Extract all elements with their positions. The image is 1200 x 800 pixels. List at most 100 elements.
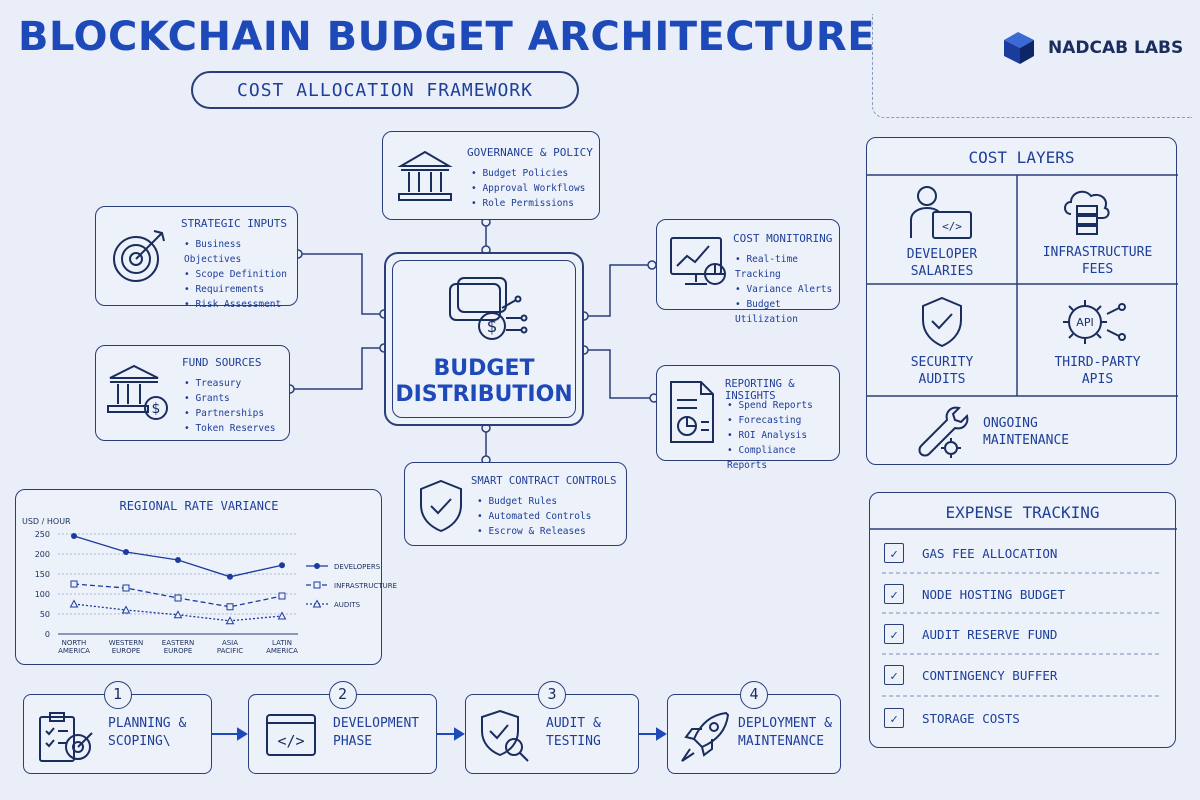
chart-ytick-label: 250	[35, 530, 50, 539]
checkbox-checked-icon[interactable]: ✓	[884, 665, 904, 685]
list-item: Escrow & Releases	[477, 524, 591, 539]
cost-layer-label-line: AUDITS	[918, 372, 966, 387]
cost-layer-label-line: INFRASTRUCTURE	[1042, 245, 1153, 260]
chart-point	[175, 557, 181, 563]
cost-layer-label-line: DEVELOPER	[906, 247, 978, 262]
step-number: 4	[740, 681, 768, 709]
smart-contract-card: SMART CONTRACT CONTROLS Budget Rules Aut…	[404, 462, 627, 546]
chart-point	[121, 605, 131, 614]
logo-frame	[872, 14, 1192, 118]
chart-ytick-label: 150	[35, 570, 50, 579]
step-label-line: TESTING	[546, 734, 601, 749]
chart-ylabel: USD / HOUR	[22, 517, 71, 526]
checkbox-checked-icon[interactable]: ✓	[884, 543, 904, 563]
brand-logo: NADCAB LABS	[1000, 30, 1183, 66]
center-line1: BUDGET	[433, 356, 535, 381]
list-item: Variance Alerts	[735, 282, 839, 297]
chart-xtick-label: AMERICA	[58, 647, 90, 655]
checkbox-checked-icon[interactable]: ✓	[884, 708, 904, 728]
wrench-gear-icon	[918, 406, 969, 458]
inner-frame	[392, 260, 576, 418]
checkbox-checked-icon[interactable]: ✓	[884, 584, 904, 604]
chart-xtick-label: NORTH	[62, 639, 87, 647]
chart-ytick-label: 50	[40, 610, 50, 619]
list-item: Requirements	[184, 282, 297, 297]
chart-xtick-label: ASIA	[222, 639, 238, 647]
cost-layer-third-party-apis: THIRD-PARTY APIS	[1017, 354, 1178, 388]
list-item: ROI Analysis	[727, 428, 839, 443]
chart-point	[277, 611, 287, 620]
expense-item-label: CONTINGENCY BUFFER	[922, 667, 1058, 683]
chart-point	[123, 549, 129, 555]
step-label: DEPLOYMENT &MAINTENANCE	[738, 715, 832, 751]
list-item: Role Permissions	[471, 196, 585, 211]
list-item: Forecasting	[727, 413, 839, 428]
page-subtitle: COST ALLOCATION FRAMEWORK	[191, 71, 579, 109]
rocket-icon	[681, 711, 730, 762]
list-item: Grants	[184, 391, 276, 406]
chart-xtick-label: LATIN	[272, 639, 292, 647]
chart-ytick-label: 0	[45, 630, 50, 639]
cost-layers-card: COST LAYERS </> DEVELOPER SALARIES INFRA…	[866, 137, 1178, 465]
chart-point	[70, 580, 78, 588]
list-item: Compliance Reports	[727, 443, 839, 473]
step-label-line: PLANNING &	[108, 716, 187, 731]
expense-item[interactable]: ✓AUDIT RESERVE FUND	[884, 624, 1057, 644]
list-item: Approval Workflows	[471, 181, 585, 196]
step-label-line: MAINTENANCE	[738, 734, 825, 749]
svg-text:API: API	[1076, 316, 1093, 329]
cost-layer-ongoing-maintenance: ONGOING MAINTENANCE	[983, 415, 1069, 449]
step-label-line: SCOPING\	[108, 734, 171, 749]
expense-item[interactable]: ✓STORAGE COSTS	[884, 708, 1020, 728]
expense-item[interactable]: ✓ GAS FEE ALLOCATION	[884, 543, 1057, 563]
list-item: Budget Rules	[477, 494, 591, 509]
cost-layers-grid	[867, 174, 1178, 397]
step-label: PLANNING & SCOPING\	[108, 715, 186, 751]
cost-layer-security-audits: SECURITY AUDITS	[867, 354, 1017, 388]
cloud-server-icon	[1064, 190, 1110, 235]
chart-xtick-label: EUROPE	[164, 647, 193, 655]
expense-item[interactable]: ✓NODE HOSTING BUDGET	[884, 584, 1065, 604]
strategic-card: STRATEGIC INPUTS Business Objectives Sco…	[95, 206, 298, 310]
chart-point	[226, 603, 234, 611]
chart-point	[227, 573, 233, 580]
checkbox-checked-icon[interactable]: ✓	[884, 624, 904, 644]
chart-xtick-label: PACIFIC	[217, 647, 243, 655]
list-item: Business Objectives	[184, 237, 297, 267]
list-item: Treasury	[184, 376, 276, 391]
wallet-dollar-icon: $	[449, 277, 528, 340]
cost-layer-label-line: SECURITY	[910, 355, 974, 370]
step-label-line: PHASE	[333, 734, 373, 749]
list-item: Risk Assessment	[184, 297, 297, 312]
cost-layer-label-line: MAINTENANCE	[983, 433, 1070, 448]
expense-item-label: GAS FEE ALLOCATION	[922, 545, 1058, 561]
chart-point	[278, 592, 286, 600]
clipboard-target-icon	[39, 712, 93, 762]
expense-tracking-card: EXPENSE TRACKING ✓GAS FEE ALLOCATION ✓NO…	[869, 492, 1177, 748]
cost-layer-label-line: SALARIES	[910, 264, 974, 279]
list-item: Budget Utilization	[735, 297, 839, 327]
expense-item[interactable]: ✓ CONTINGENCY BUFFER	[884, 665, 1057, 685]
shield-magnifier-icon	[481, 709, 529, 762]
cost-layer-infrastructure-fees: INFRASTRUCTURE FEES	[1017, 244, 1178, 278]
governance-list: Budget Policies Approval Workflows Role …	[471, 166, 585, 211]
chart-legend-label: DEVELOPERS	[334, 563, 381, 571]
list-item: Spend Reports	[727, 398, 839, 413]
chart-xtick-label: EASTERN	[162, 639, 194, 647]
step-deployment: 4 DEPLOYMENT &MAINTENANCE	[667, 681, 841, 774]
center-line2: DISTRIBUTION	[395, 382, 573, 407]
step-number: 1	[103, 681, 132, 709]
chart-legend-label: AUDITS	[334, 601, 361, 609]
chart-point	[71, 533, 77, 539]
fund-card: $ FUND SOURCES Treasury Grants Partnersh…	[95, 345, 290, 441]
cost-layer-label-line: FEES	[1081, 262, 1114, 277]
chart-xtick-label: WESTERN	[109, 639, 144, 647]
chart-ytick-label: 200	[35, 550, 50, 559]
governance-card: GOVERNANCE & POLICY Budget Policies Appr…	[382, 131, 600, 220]
list-item: Automated Controls	[477, 509, 591, 524]
security-shield-icon	[922, 296, 962, 348]
